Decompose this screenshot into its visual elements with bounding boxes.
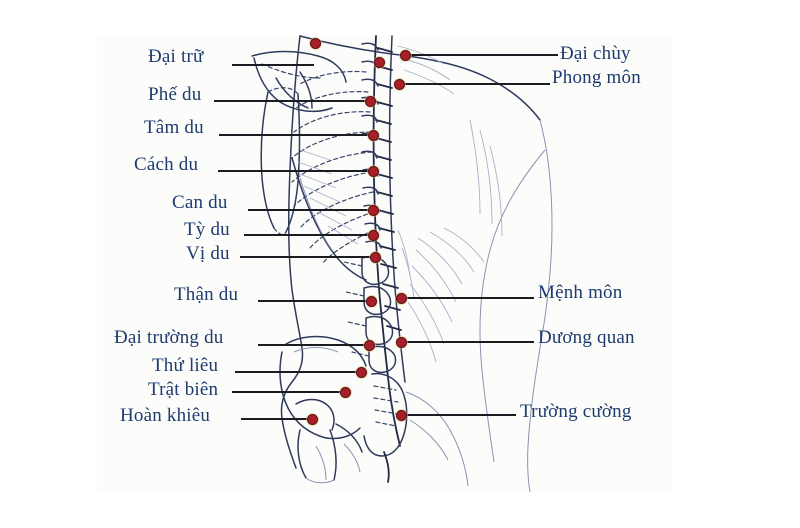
leader-line-cach-du <box>218 170 372 172</box>
leader-line-truong-cuong <box>402 414 516 416</box>
acupoint-dot-thu-lieu[interactable] <box>355 366 367 378</box>
leader-line-dai-tru <box>232 64 314 66</box>
acupoint-dot-than-du[interactable] <box>365 295 377 307</box>
label-trat-bien: Trật biên <box>148 379 219 400</box>
acupoint-dot-can-du[interactable] <box>367 204 379 216</box>
label-tam-du: Tâm du <box>144 117 204 138</box>
label-dai-truong-du: Đại trường du <box>114 327 224 348</box>
label-menh-mon: Mệnh môn <box>538 282 623 303</box>
label-thu-lieu: Thứ liêu <box>152 355 219 376</box>
leader-line-tam-du <box>219 134 372 136</box>
acupoint-dot-cach-du[interactable] <box>367 165 379 177</box>
leader-line-ty-du <box>244 234 372 236</box>
leader-line-than-du <box>258 300 370 302</box>
acupoint-dot-hoan-khieu[interactable] <box>306 413 318 425</box>
label-hoan-khieu: Hoàn khiêu <box>120 405 211 426</box>
acupoint-dot-vi-du[interactable] <box>369 251 381 263</box>
acupoint-dot-phe-du[interactable] <box>364 95 376 107</box>
label-truong-cuong: Trường cường <box>520 401 632 422</box>
leader-line-dai-chuy <box>408 54 558 56</box>
acupoint-dot-menh-mon[interactable] <box>395 292 407 304</box>
acupoint-dot-upper-spine-extra[interactable] <box>373 56 385 68</box>
leader-line-phe-du <box>214 100 369 102</box>
leader-line-hoan-khieu <box>241 418 311 420</box>
label-dai-chuy: Đại chùy <box>560 43 631 64</box>
scan-background-panel <box>97 36 672 491</box>
label-duong-quan: Dương quan <box>538 327 635 348</box>
leader-line-vi-du <box>240 256 374 258</box>
leader-line-menh-mon <box>404 297 534 299</box>
acupoint-dot-dai-truong-du[interactable] <box>363 339 375 351</box>
label-can-du: Can du <box>172 192 228 213</box>
acupoint-dot-trat-bien[interactable] <box>339 386 351 398</box>
leader-line-thu-lieu <box>235 371 360 373</box>
leader-line-dai-truong-du <box>258 344 368 346</box>
leader-line-can-du <box>248 209 372 211</box>
label-cach-du: Cách du <box>134 154 199 175</box>
label-dai-tru: Đại trữ <box>148 46 204 67</box>
acupoint-dot-ty-du[interactable] <box>367 229 379 241</box>
acupoint-dot-truong-cuong[interactable] <box>395 409 407 421</box>
acupoint-dot-dai-tru[interactable] <box>309 37 321 49</box>
acupoint-dot-dai-chuy[interactable] <box>399 49 411 61</box>
acupoint-dot-phong-mon[interactable] <box>393 78 405 90</box>
acupoint-dot-tam-du[interactable] <box>367 129 379 141</box>
label-ty-du: Tỳ du <box>184 219 230 240</box>
leader-line-trat-bien <box>232 391 344 393</box>
label-phong-mon: Phong môn <box>552 67 641 88</box>
label-phe-du: Phế du <box>148 84 202 105</box>
leader-line-duong-quan <box>404 341 534 343</box>
acupoint-dot-duong-quan[interactable] <box>395 336 407 348</box>
leader-line-phong-mon <box>400 83 550 85</box>
label-than-du: Thận du <box>174 284 239 305</box>
label-vi-du: Vị du <box>186 243 230 264</box>
